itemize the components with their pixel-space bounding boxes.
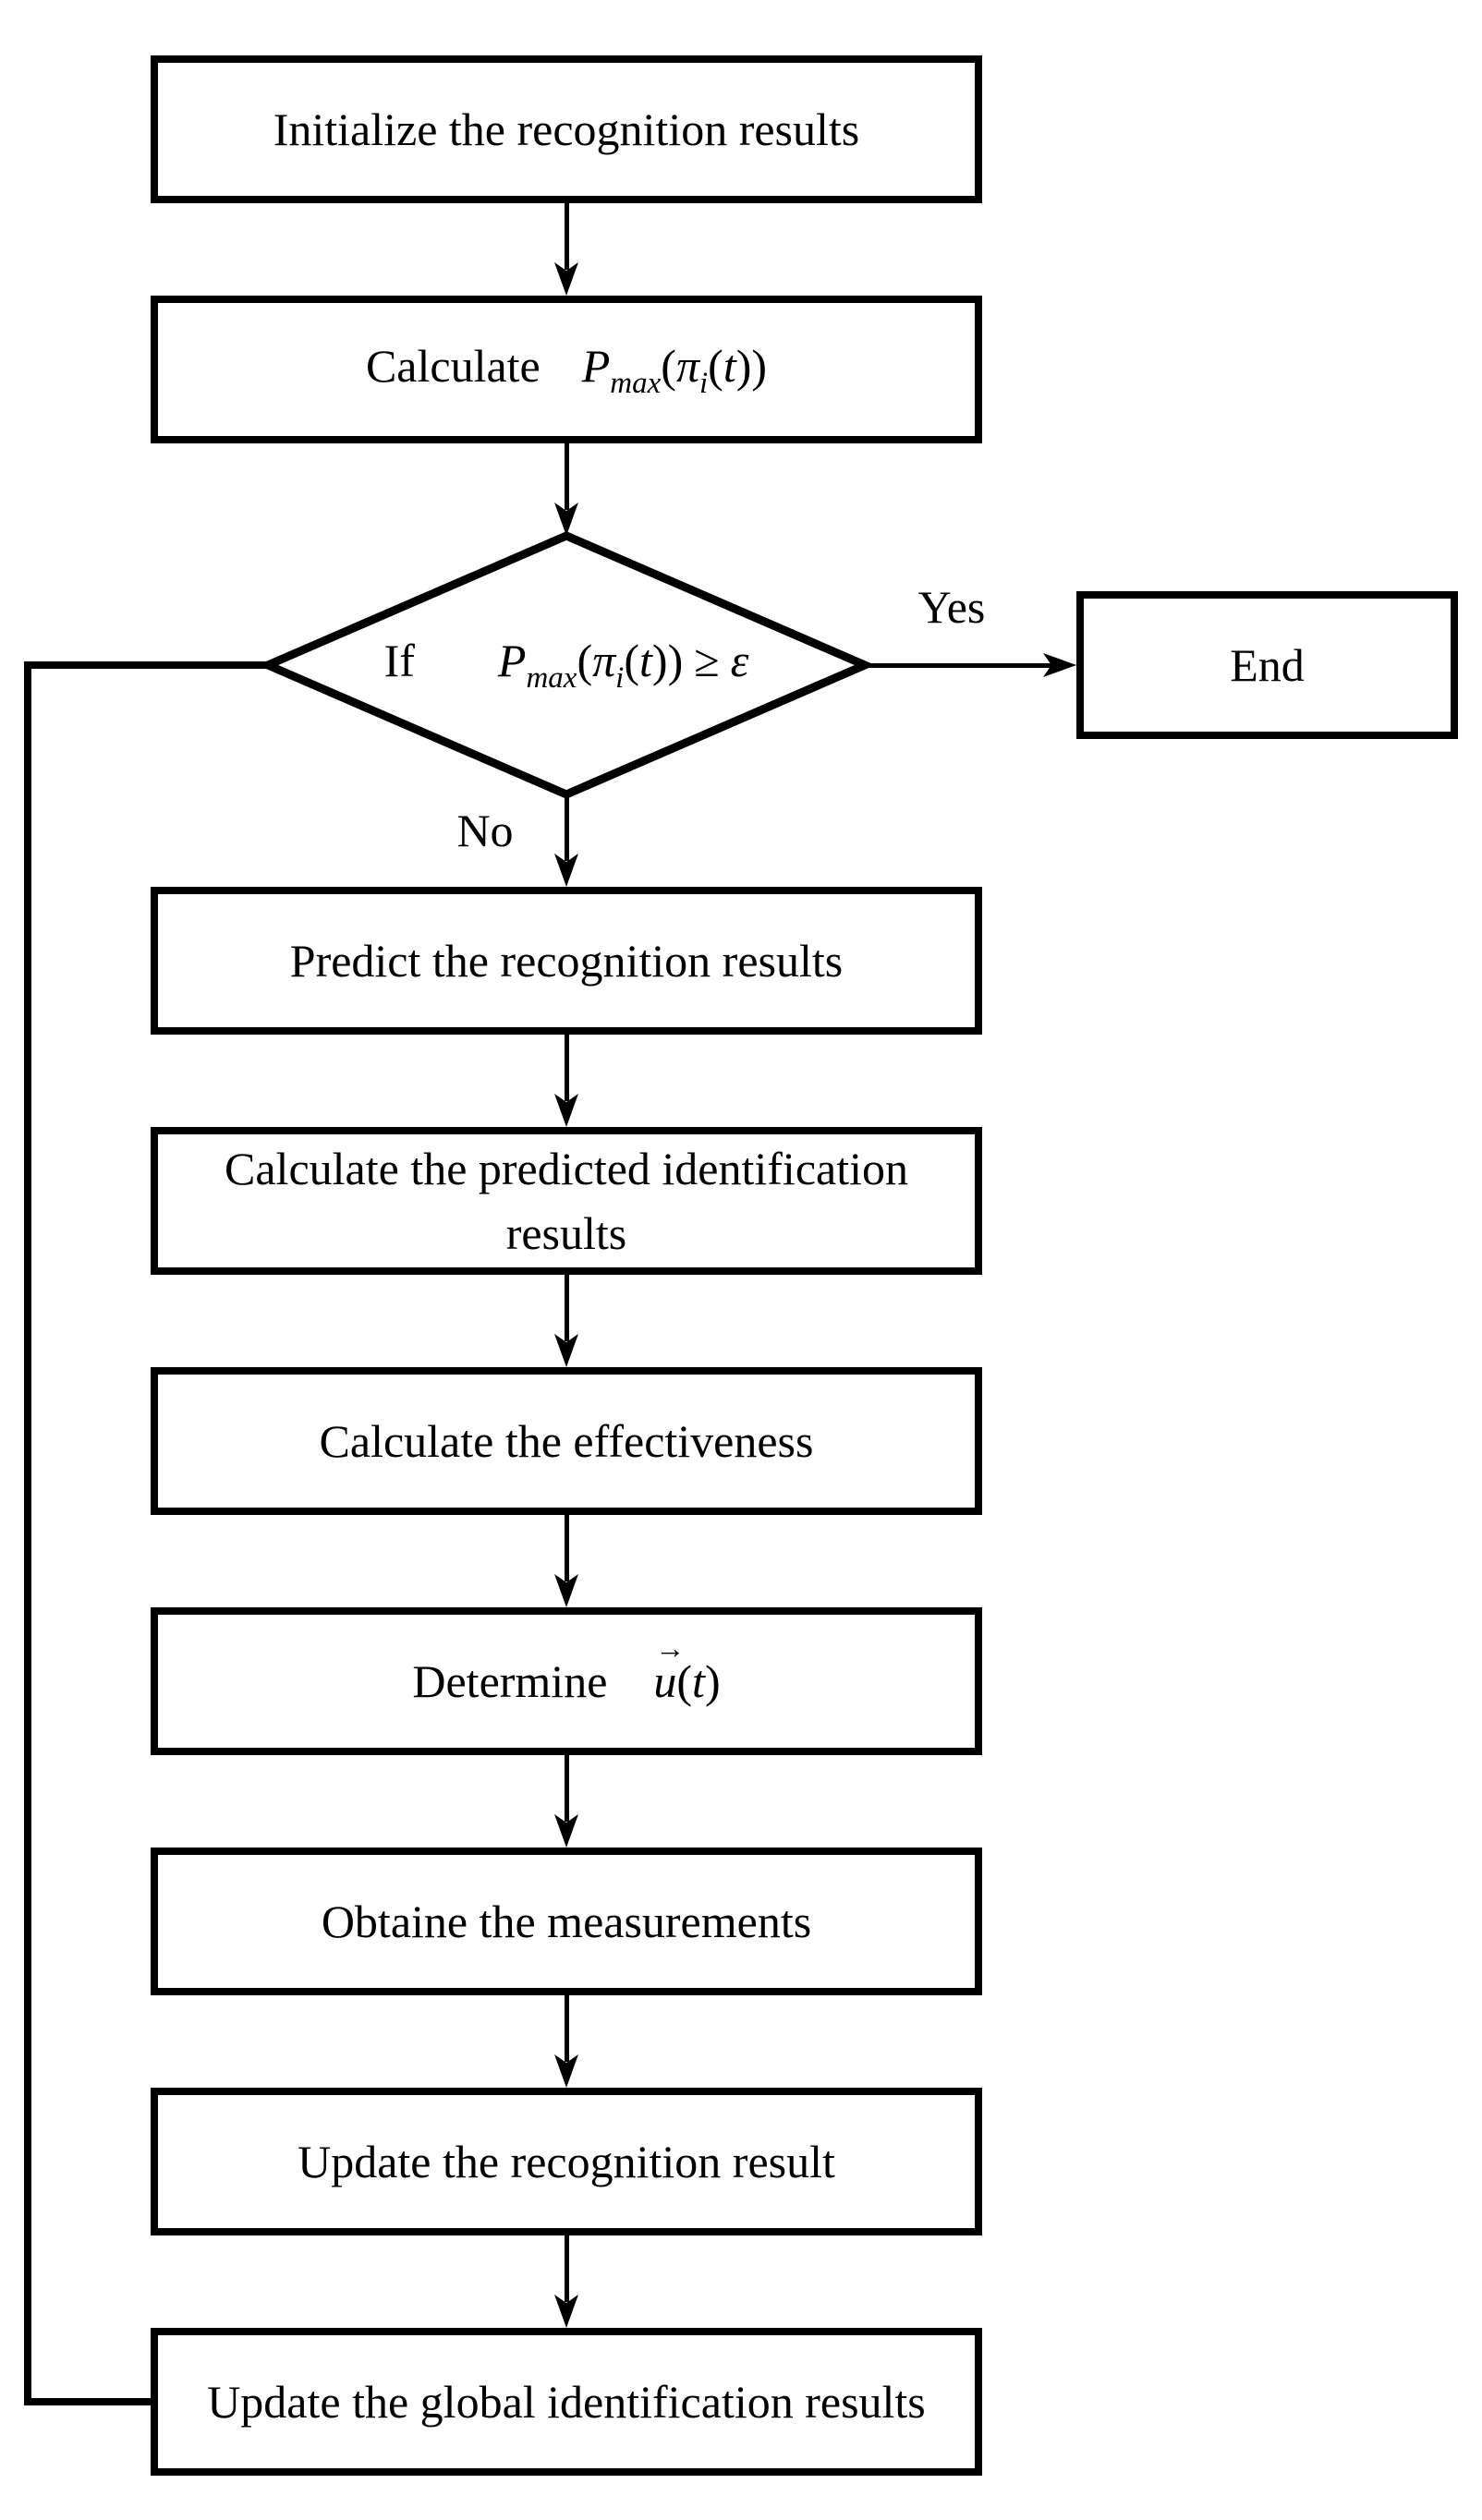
decision-formula: Pmax(πi(t))≥ε bbox=[497, 635, 749, 695]
node-end-label: End bbox=[1230, 639, 1305, 691]
formula-pi: π bbox=[675, 340, 699, 393]
arrowhead-down-icon bbox=[554, 1814, 578, 1848]
node-predict: Predict the recognition results bbox=[151, 887, 982, 1035]
formula-open2: ( bbox=[624, 635, 639, 687]
edge-label-no: No bbox=[456, 805, 514, 856]
formula-P: P bbox=[497, 635, 527, 687]
arrowhead-down-icon bbox=[554, 262, 578, 296]
flow-lines bbox=[565, 203, 1053, 2302]
decision-prefix: If bbox=[383, 635, 415, 687]
formula-geq: ≥ bbox=[694, 635, 720, 687]
arrowhead-down-icon bbox=[554, 503, 578, 536]
pmax-formula: Pmax(πi(t)) bbox=[581, 340, 768, 400]
arrowhead-down-icon bbox=[554, 1334, 578, 1367]
formula-sub-i: i bbox=[699, 367, 709, 401]
formula-close: ) bbox=[704, 1655, 721, 1707]
node-determine: Determine →u(t) bbox=[151, 1607, 982, 1755]
formula-close1: ) bbox=[667, 635, 684, 687]
formula-pi: π bbox=[592, 635, 616, 687]
calculate-pmax-prefix: Calculate bbox=[365, 340, 541, 393]
u-vector-formula: →u(t) bbox=[653, 1633, 721, 1707]
formula-u: u bbox=[653, 1655, 677, 1707]
determine-prefix: Determine bbox=[412, 1655, 608, 1707]
vector-arrow-icon: → bbox=[655, 1631, 686, 1665]
arrowhead-right-icon bbox=[1043, 653, 1076, 677]
node-initialize-label: Initialize the recognition results bbox=[273, 103, 860, 155]
arrowhead-down-icon bbox=[554, 1574, 578, 1607]
formula-P: P bbox=[581, 340, 611, 393]
arrowhead-down-icon bbox=[554, 2295, 578, 2328]
node-update-recognition-label: Update the recognition result bbox=[298, 2136, 835, 2187]
node-update-recognition: Update the recognition result bbox=[151, 2088, 982, 2235]
node-initialize: Initialize the recognition results bbox=[151, 55, 982, 203]
formula-epsilon: ε bbox=[730, 635, 749, 687]
node-update-global: Update the global identification results bbox=[151, 2328, 982, 2476]
node-predict-label: Predict the recognition results bbox=[289, 935, 844, 987]
arrowhead-down-icon bbox=[554, 2054, 578, 2088]
decision-diamond bbox=[257, 531, 876, 799]
edge-label-yes: Yes bbox=[917, 581, 986, 633]
formula-t: t bbox=[723, 340, 736, 393]
formula-open: ( bbox=[676, 1655, 693, 1707]
formula-open2: ( bbox=[708, 340, 723, 393]
formula-close2: ) bbox=[735, 340, 752, 393]
formula-open1: ( bbox=[577, 635, 593, 687]
formula-close2: ) bbox=[651, 635, 668, 687]
feedback-loop-line bbox=[24, 661, 268, 2405]
formula-sub-max: max bbox=[610, 367, 662, 401]
node-calculate-effectiveness: Calculate the effectiveness bbox=[151, 1367, 982, 1515]
node-obtain-label: Obtaine the measurements bbox=[321, 1896, 812, 1947]
formula-open1: ( bbox=[661, 340, 676, 393]
node-obtain: Obtaine the measurements bbox=[151, 1848, 982, 1995]
formula-close1: ) bbox=[751, 340, 768, 393]
u-vector: →u bbox=[653, 1633, 685, 1714]
formula-t: t bbox=[692, 1655, 705, 1707]
formula-sub-max: max bbox=[526, 661, 577, 696]
node-end: End bbox=[1076, 591, 1458, 739]
arrowhead-down-icon bbox=[554, 1094, 578, 1127]
arrowhead-down-icon bbox=[554, 854, 578, 887]
node-update-global-label: Update the global identification results bbox=[207, 2376, 926, 2428]
node-determine-content: Determine →u(t) bbox=[412, 1633, 721, 1714]
formula-sub-i: i bbox=[615, 661, 625, 696]
arrowheads bbox=[554, 262, 1076, 2328]
node-calculate-effectiveness-label: Calculate the effectiveness bbox=[319, 1415, 814, 1467]
node-calculate-predicted: Calculate the predicted identification r… bbox=[151, 1127, 982, 1275]
formula-t: t bbox=[639, 635, 652, 687]
node-calculate-predicted-label: Calculate the predicted identification r… bbox=[225, 1143, 908, 1259]
